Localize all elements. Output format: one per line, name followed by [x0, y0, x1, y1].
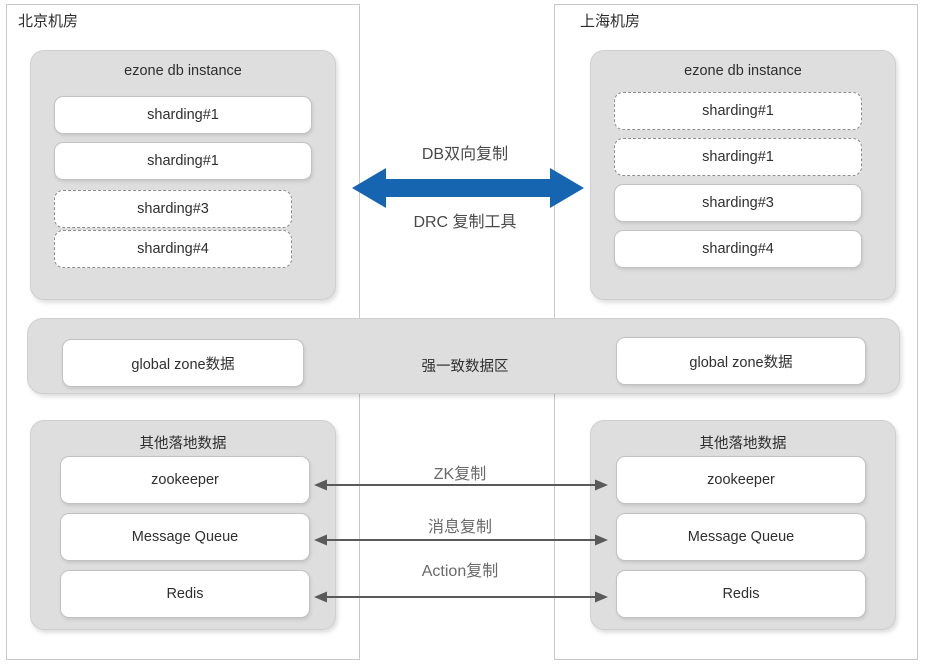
db-replication-bottom-label: DRC 复制工具 [413, 214, 517, 231]
strong-consistency-label: 强一致数据区 [421, 359, 509, 375]
shard-box-left-1[interactable]: sharding#1 [54, 96, 312, 134]
datacenter-title-right: 上海机房 [580, 13, 641, 30]
shard-box-right-4[interactable]: sharding#4 [614, 230, 862, 268]
global-zone-box-right[interactable]: global zone数据 [616, 337, 866, 385]
shard-box-left-3[interactable]: sharding#3 [54, 190, 292, 228]
other-data-box-right-redis[interactable]: Redis [616, 570, 866, 618]
other-data-box-right-message-queue[interactable]: Message Queue [616, 513, 866, 561]
message-replication-label: 消息复制 [427, 519, 492, 536]
shard-box-right-2[interactable]: sharding#1 [614, 138, 862, 176]
shard-box-left-4[interactable]: sharding#4 [54, 230, 292, 268]
db-replication-top-label: DB双向复制 [421, 146, 509, 163]
other-data-title-right: 其他落地数据 [699, 436, 787, 452]
action-replication-label: Action复制 [421, 563, 499, 580]
other-data-box-left-zookeeper[interactable]: zookeeper [60, 456, 310, 504]
action-replication-arrow-svg [314, 591, 608, 603]
other-data-title-left: 其他落地数据 [139, 436, 227, 452]
action-replication-arrow [314, 589, 608, 605]
shard-box-right-1[interactable]: sharding#1 [614, 92, 862, 130]
db-bidirectional-arrow [352, 165, 584, 211]
datacenter-title-left: 北京机房 [18, 13, 79, 30]
message-replication-arrow [314, 532, 608, 548]
other-data-box-right-zookeeper[interactable]: zookeeper [616, 456, 866, 504]
db-bidirectional-arrow-svg [352, 168, 584, 208]
ezone-db-instance-title-right: ezone db instance [684, 63, 802, 79]
zk-replication-label: ZK复制 [433, 466, 487, 483]
other-data-box-left-redis[interactable]: Redis [60, 570, 310, 618]
message-replication-arrow-svg [314, 534, 608, 546]
zk-replication-arrow-svg [314, 479, 608, 491]
shard-box-left-2[interactable]: sharding#1 [54, 142, 312, 180]
global-zone-box-left[interactable]: global zone数据 [62, 339, 304, 387]
ezone-db-instance-title-left: ezone db instance [124, 63, 242, 79]
zk-replication-arrow [314, 477, 608, 493]
shard-box-right-3[interactable]: sharding#3 [614, 184, 862, 222]
other-data-box-left-message-queue[interactable]: Message Queue [60, 513, 310, 561]
